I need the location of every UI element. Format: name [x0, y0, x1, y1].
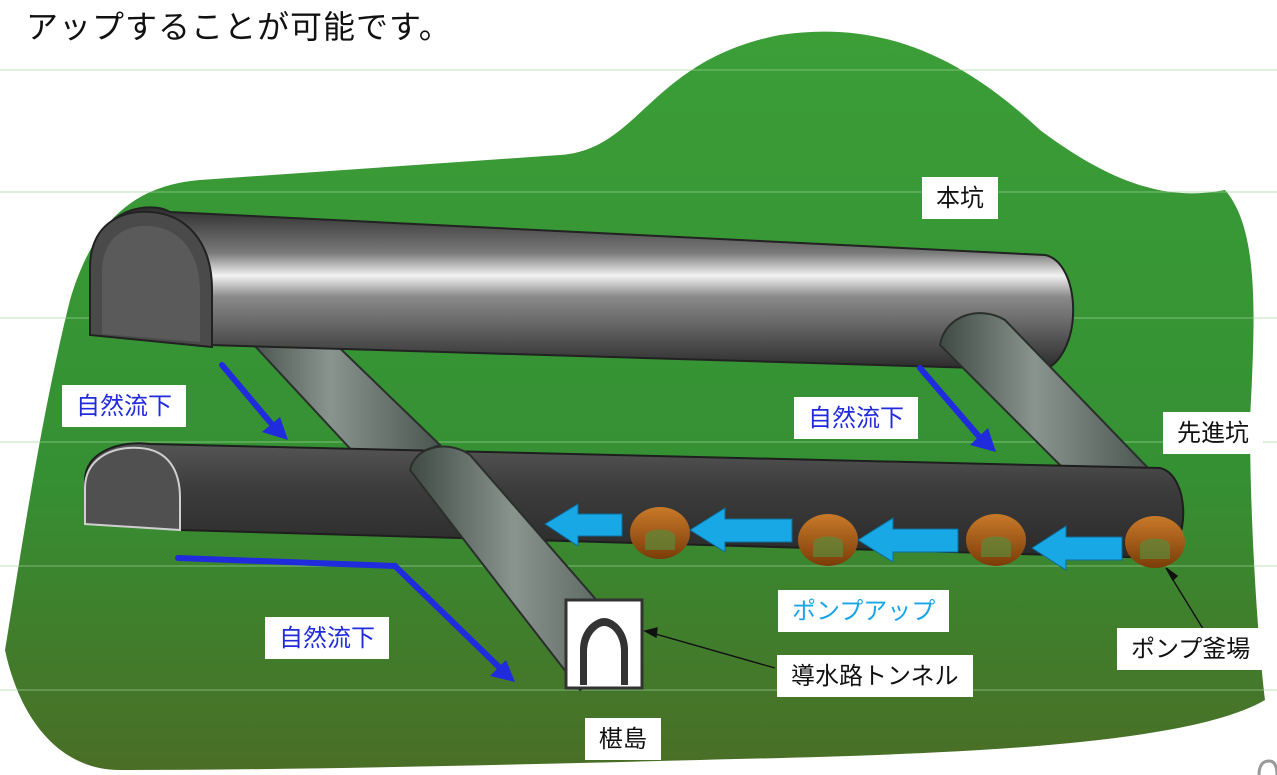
- pump-arrow-4: [1031, 525, 1123, 571]
- label-location: 椹島: [585, 718, 661, 760]
- pump-pit-1: [630, 507, 690, 559]
- heading-text: アップすることが可能です。: [26, 8, 452, 46]
- pump-pit-3: [966, 514, 1026, 566]
- label-headrace-tunnel: 導水路トンネル: [777, 655, 973, 697]
- pump-pit-4: [1125, 516, 1185, 568]
- headrace-portal: [564, 598, 644, 690]
- label-natural-flow-bottom: 自然流下: [265, 617, 389, 659]
- label-main-tunnel: 本坑: [922, 177, 998, 219]
- flow-arrow-bottom: [175, 555, 515, 682]
- label-pilot-tunnel: 先進坑: [1163, 412, 1263, 454]
- label-natural-flow-right: 自然流下: [794, 397, 918, 439]
- pump-arrow-1: [544, 503, 623, 547]
- leader-pump-pit: [1169, 574, 1206, 633]
- pilot-tunnel-portal: [84, 446, 181, 532]
- label-pump-up: ポンプアップ: [778, 590, 950, 632]
- cross-passage-right: [938, 312, 1152, 487]
- pump-pit-2: [798, 514, 858, 566]
- pump-arrow-3: [857, 517, 959, 563]
- pump-arrow-2: [689, 507, 793, 553]
- page-number-fragment-icon: [1257, 759, 1277, 775]
- flow-arrow-left: [219, 362, 288, 440]
- leader-headrace: [651, 632, 776, 669]
- label-natural-flow-left: 自然流下: [62, 385, 186, 427]
- label-pump-pit: ポンプ釜場: [1117, 628, 1265, 670]
- main-tunnel: [89, 206, 1075, 372]
- flow-arrow-right: [917, 365, 996, 452]
